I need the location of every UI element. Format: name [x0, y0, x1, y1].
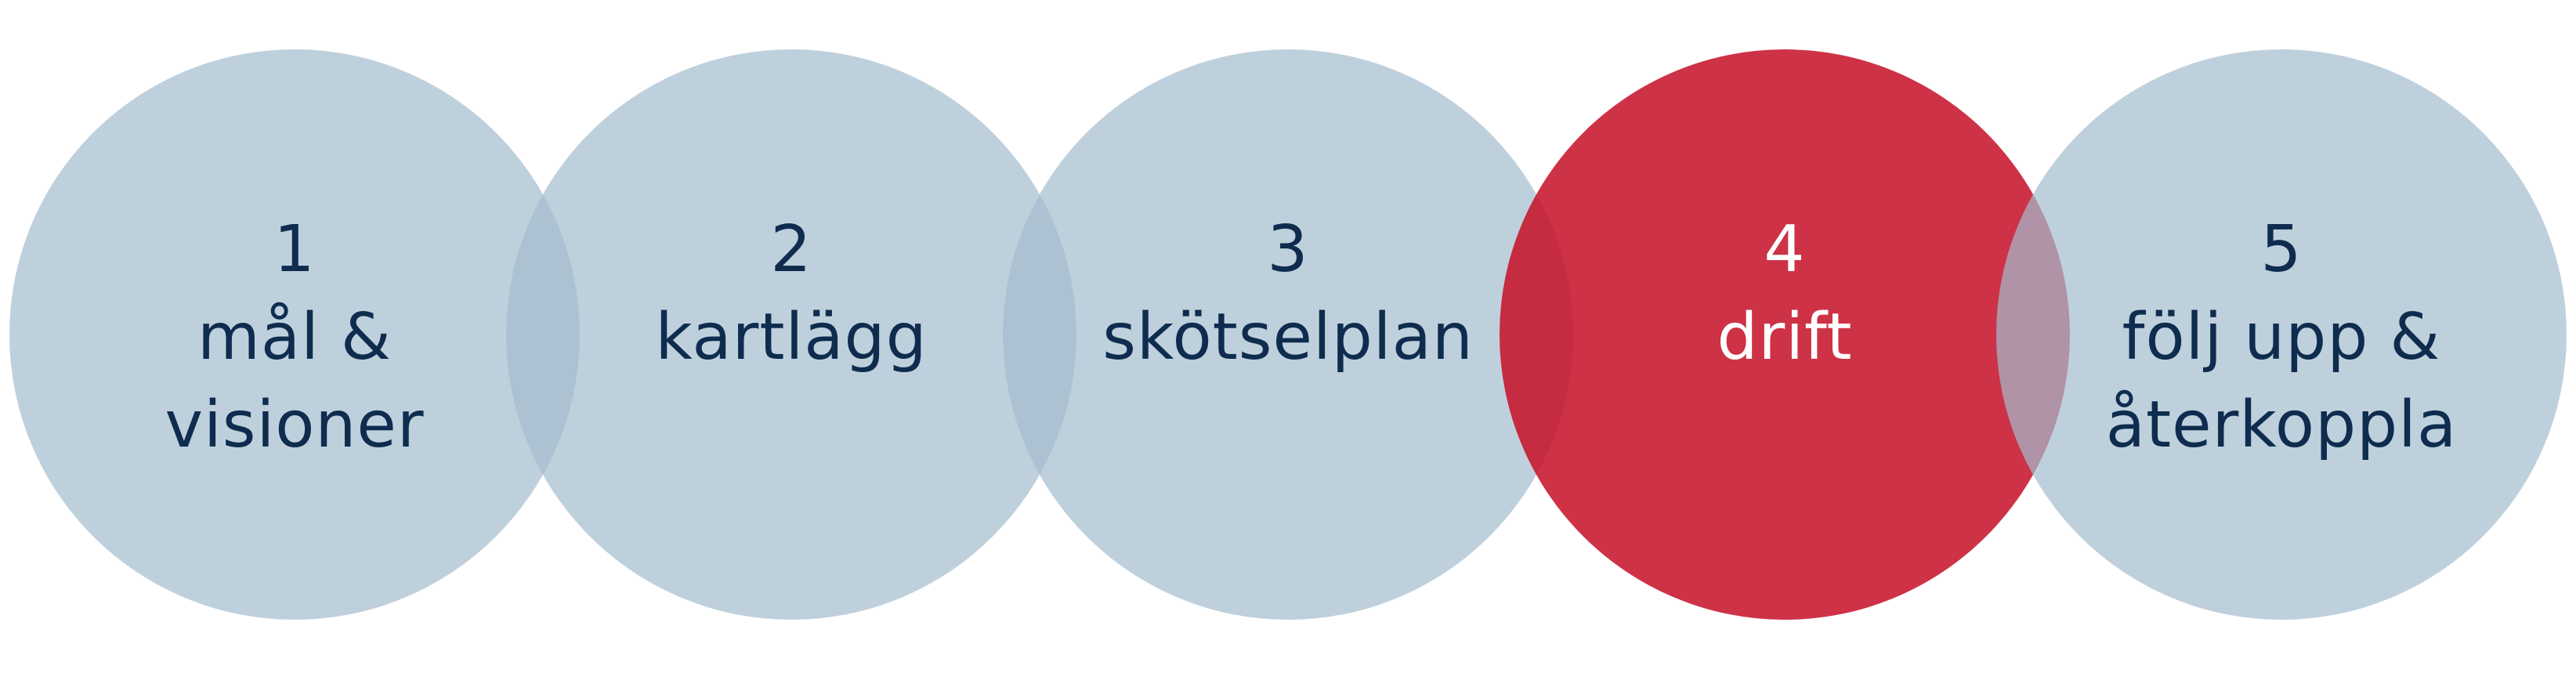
step-5-number: 5	[2260, 212, 2303, 287]
step-3-line1: skötselplan	[1102, 300, 1474, 374]
step-3-circle	[1003, 49, 1573, 620]
step-4-line1: drift	[1717, 300, 1853, 374]
step-3-number: 3	[1267, 212, 1309, 287]
step-3-label: 3 skötselplan	[1003, 206, 1573, 382]
step-4-circle	[1500, 49, 2070, 620]
step-2-line1: kartlägg	[655, 300, 928, 374]
step-1-circle	[9, 49, 580, 620]
step-1-line2: visioner	[165, 388, 425, 462]
step-5-line2: återkoppla	[2105, 388, 2458, 462]
step-2-circle	[506, 49, 1076, 620]
step-1-number: 1	[273, 212, 316, 287]
step-5-line1: följ upp &	[2122, 300, 2441, 374]
step-4-label: 4 drift	[1500, 206, 2070, 382]
step-1-label: 1 mål & visioner	[9, 206, 580, 469]
step-5-label: 5 följ upp & återkoppla	[1996, 206, 2567, 469]
step-1-line1: mål &	[197, 300, 392, 374]
step-4-number: 4	[1764, 212, 1806, 287]
step-2-label: 2 kartlägg	[506, 206, 1076, 382]
step-5-circle	[1996, 49, 2567, 620]
step-2-number: 2	[770, 212, 812, 287]
